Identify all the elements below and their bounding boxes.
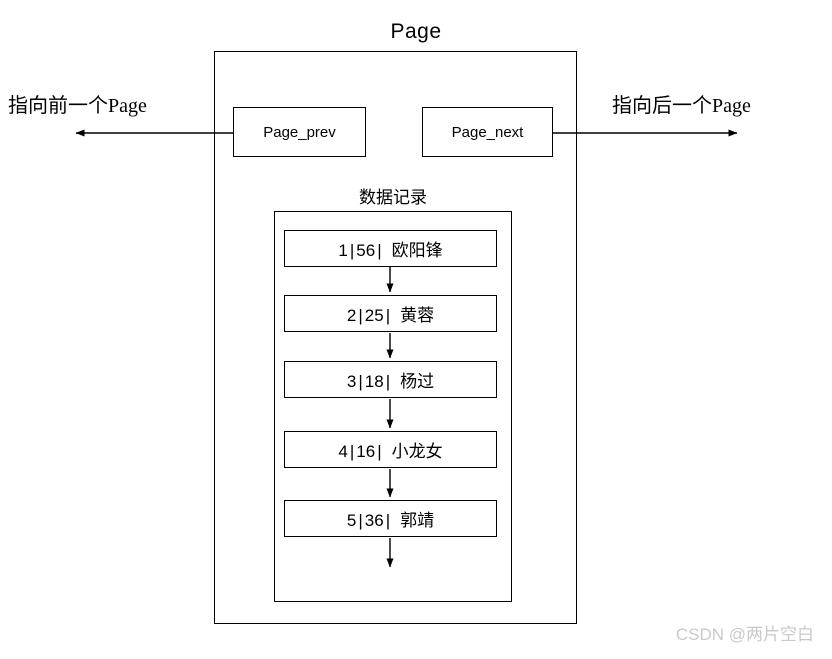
record-id: 1 [338,241,348,260]
page-title: Page [390,20,442,43]
prev-pointer-label: 指向前一个Page [8,95,147,117]
record-id: 4 [338,442,348,461]
records-caption: 数据记录 [359,188,427,207]
record-separator: | [385,372,391,391]
record-value: 25 [364,306,384,325]
record-name: 郭靖 [400,511,435,530]
record-separator: | [358,372,363,391]
page-prev-box: Page_prev [233,107,366,157]
record-separator: | [385,306,391,325]
page-next-label: Page_next [451,123,524,141]
record-text: 4 | 16 | 小龙女 [338,437,442,462]
record-separator: | [385,511,391,530]
record-text: 1 | 56 | 欧阳锋 [338,236,442,261]
record-text: 3 | 18 | 杨过 [347,367,434,392]
record-value: 56 [356,241,376,260]
record-separator: | [349,241,355,260]
record-id: 5 [346,511,357,530]
record-name: 小龙女 [391,442,443,461]
record-value: 16 [356,442,376,461]
record-row: 1 | 56 | 欧阳锋 [284,230,497,267]
page-next-box: Page_next [422,107,553,157]
record-id: 3 [346,372,357,391]
record-row: 3 | 18 | 杨过 [284,361,497,398]
record-separator: | [358,306,363,325]
record-value: 36 [364,511,384,530]
record-separator: | [349,442,355,461]
next-pointer-label: 指向后一个Page [612,95,751,117]
page-prev-label: Page_prev [263,123,336,141]
record-row: 5 | 36 | 郭靖 [284,500,497,537]
record-row: 2 | 25 | 黄蓉 [284,295,497,332]
record-name: 杨过 [400,372,435,391]
record-name: 黄蓉 [400,306,435,325]
record-text: 5 | 36 | 郭靖 [347,506,434,531]
record-row: 4 | 16 | 小龙女 [284,431,497,468]
record-separator: | [377,442,382,461]
record-value: 18 [364,372,384,391]
watermark: CSDN @两片空白 [675,625,814,644]
record-id: 2 [346,306,357,325]
record-name: 欧阳锋 [391,241,443,260]
record-separator: | [377,241,382,260]
records-frame [274,211,512,602]
page-outer-box [214,51,577,624]
record-separator: | [358,511,363,530]
record-text: 2 | 25 | 黄蓉 [347,301,434,326]
